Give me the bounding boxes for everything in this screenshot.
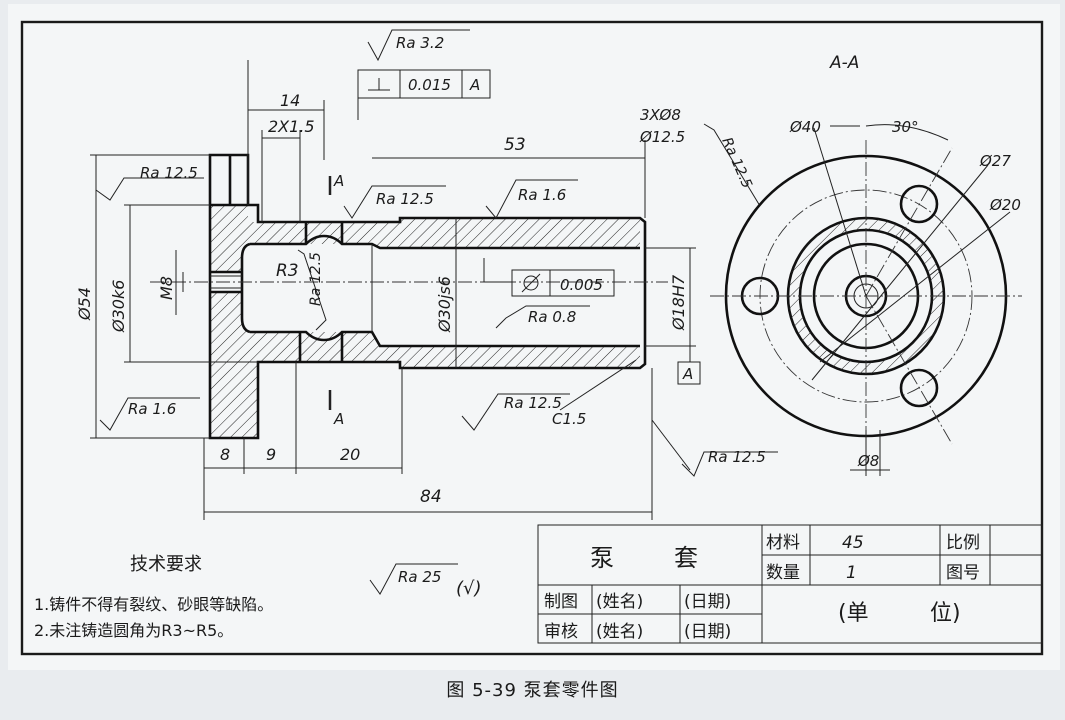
flange-notch [210, 155, 248, 207]
bolt-hole-3 [899, 368, 939, 408]
thread-minor [210, 275, 242, 289]
section-marker-top: A [333, 172, 344, 190]
material-value: 45 [842, 533, 864, 553]
drawing-no-label: 图号 [946, 563, 980, 583]
threaded-hole [210, 270, 242, 294]
dim-phi20: Ø20 [989, 196, 1021, 214]
dim-3xphi8: 3XØ8 [640, 106, 681, 124]
relief-groove [298, 222, 344, 362]
dim-9: 9 [266, 445, 276, 464]
dim-2x15: 2X1.5 [268, 117, 315, 136]
hatch-flange-bottom [210, 292, 300, 438]
bolt-hole-1 [899, 184, 939, 224]
dim-phi12-5: Ø12.5 [639, 128, 685, 146]
notes-line-2: 2.未注铸造圆角为R3~R5。 [34, 621, 233, 640]
hatch-tube-top [306, 218, 640, 248]
perp-datum: A [469, 76, 480, 94]
notes-line-1: 1.铸件不得有裂纹、砂眼等缺陷。 [34, 595, 273, 614]
title-block [537, 524, 1043, 644]
hatch-tube-bottom [300, 332, 640, 368]
part-outline [208, 153, 647, 440]
section-marker-bottom: A [333, 410, 344, 428]
unit-1: (单 [838, 601, 869, 626]
dim-8: 8 [220, 445, 230, 464]
roughness-ra0-8: Ra 0.8 [528, 308, 576, 326]
dim-phi18h7: Ø18H7 [669, 274, 688, 331]
dim-phi8: Ø8 [857, 452, 879, 470]
dim-14: 14 [280, 91, 300, 110]
quantity-label: 数量 [766, 563, 800, 583]
dim-30deg: 30° [892, 118, 919, 136]
roughness-ra1-6-shaft: Ra 1.6 [518, 186, 566, 204]
hatch-flange-top [210, 205, 306, 272]
dim-84: 84 [420, 487, 442, 507]
drawn-date: (日期) [684, 592, 731, 612]
roughness-ra12-5-groove: Ra 12.5 [376, 190, 434, 208]
dim-53: 53 [504, 135, 526, 155]
datum-letter: A [682, 365, 693, 383]
roughness-ra12-5-flange: Ra 12.5 [140, 164, 198, 182]
dim-20: 20 [340, 445, 360, 464]
drawing-frame [20, 20, 1044, 656]
perpendicularity-frame [357, 69, 491, 99]
roughness-ra1-6-face: Ra 1.6 [128, 400, 176, 418]
checked-name: (姓名) [596, 622, 643, 642]
roughness-ra12-5-bore: Ra 12.5 [308, 252, 324, 306]
dim-phi30js6: Ø30js6 [435, 276, 454, 333]
dim-phi40: Ø40 [789, 118, 821, 136]
section-view [150, 153, 668, 440]
dim-r3: R3 [276, 261, 299, 281]
part-name-2: 套 [674, 544, 698, 572]
dim-phi27: Ø27 [979, 152, 1011, 170]
part-name-1: 泵 [590, 544, 614, 572]
drawn-label: 制图 [544, 592, 578, 612]
cylindricity-frame [511, 269, 615, 297]
dim-chamfer: C1.5 [552, 410, 586, 428]
roughness-symbols [95, 29, 778, 595]
paper-sheet [8, 4, 1060, 670]
dimension-lines [90, 60, 696, 520]
material-label: 材料 [766, 533, 800, 553]
drawn-name: (姓名) [596, 592, 643, 612]
roughness-ra3-2: Ra 3.2 [396, 34, 444, 52]
perp-value: 0.015 [408, 76, 451, 94]
checked-label: 审核 [544, 622, 578, 642]
end-view [710, 124, 1022, 476]
dim-m8: M8 [157, 276, 176, 300]
roughness-ra25: Ra 25 [398, 568, 441, 586]
quantity-value: 1 [846, 563, 857, 583]
checked-date: (日期) [684, 622, 731, 642]
cyl-value: 0.005 [560, 276, 603, 294]
dim-phi54: Ø54 [75, 287, 94, 321]
roughness-ra12-5-lower: Ra 12.5 [504, 394, 562, 412]
section-label: A-A [829, 53, 859, 73]
figure-caption: 图 5-39 泵套零件图 [446, 680, 619, 701]
datum-box [677, 361, 701, 385]
scale-label: 比例 [946, 533, 980, 553]
general-roughness-symbol: (√) [456, 578, 482, 599]
unit-2: 位) [930, 601, 961, 626]
dim-phi30k6: Ø30k6 [109, 280, 128, 333]
notes-heading: 技术要求 [130, 554, 202, 575]
roughness-ra12-5-end: Ra 12.5 [708, 448, 766, 466]
